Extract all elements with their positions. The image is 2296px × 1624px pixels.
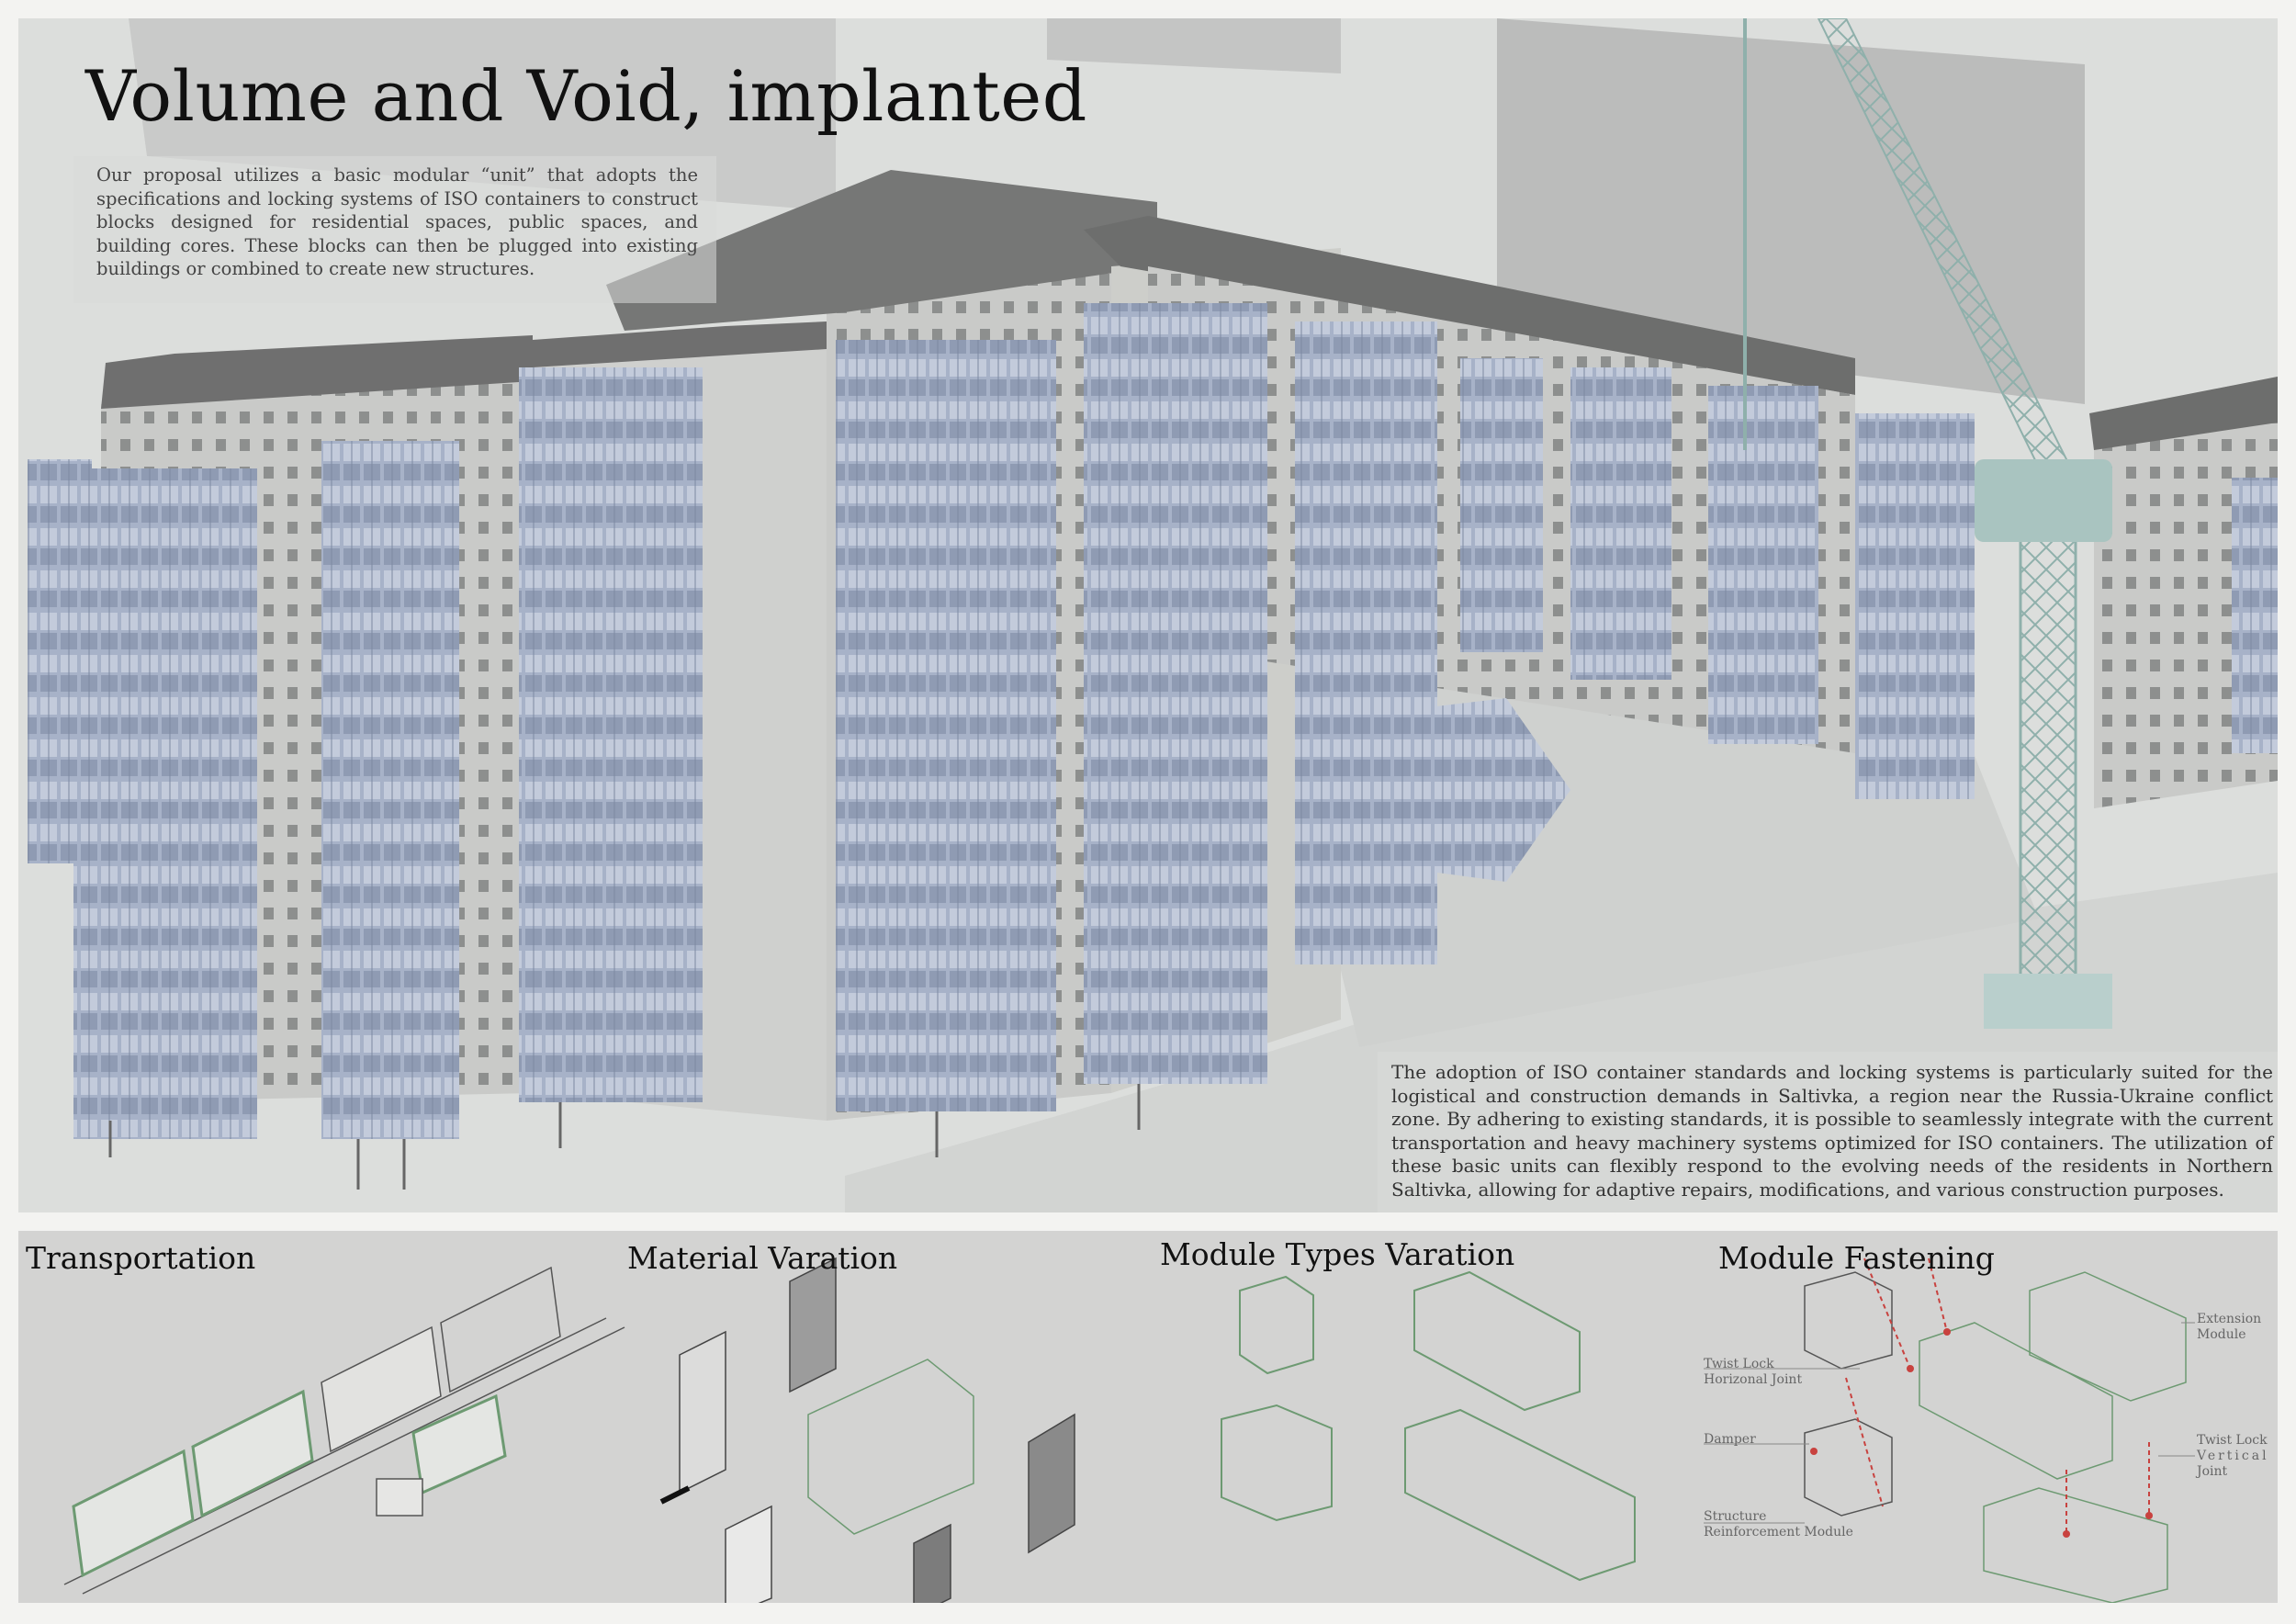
label-extension-1: Extension xyxy=(2197,1312,2262,1326)
section-title-transportation: Transportation xyxy=(26,1240,256,1276)
intro-paragraph: Our proposal utilizes a basic modular “u… xyxy=(96,164,698,279)
page-title: Volume and Void, implanted xyxy=(85,55,1087,137)
label-twist-lock-vertical-2: Vertical xyxy=(2197,1449,2269,1463)
support-stilts xyxy=(108,1084,1141,1190)
label-twist-lock-vertical-3: Joint xyxy=(2197,1464,2228,1479)
axonometric-render: Volume and Void, implanted Our proposal … xyxy=(18,18,2278,1212)
container-towers xyxy=(28,303,2278,1139)
label-structure-1: Structure xyxy=(1704,1509,1767,1524)
section-title-fastening: Module Fastening xyxy=(1718,1240,1995,1276)
label-extension-2: Module xyxy=(2197,1327,2246,1342)
module-types-diagram xyxy=(1221,1270,1636,1582)
render-illustration xyxy=(18,18,2278,1212)
label-damper: Damper xyxy=(1704,1432,1756,1447)
text-wash xyxy=(73,156,716,303)
section-title-module-types: Module Types Varation xyxy=(1160,1236,1515,1272)
diagram-illustrations xyxy=(63,1257,2195,1603)
label-structure-2: Reinforcement Module xyxy=(1704,1525,1853,1539)
material-diagram xyxy=(659,1257,1075,1603)
section-title-material: Material Varation xyxy=(627,1240,898,1276)
text-wash-2 xyxy=(1378,1052,2278,1212)
label-twist-lock-horizontal-2: Horizonal Joint xyxy=(1704,1372,1803,1387)
label-twist-lock-horizontal-1: Twist Lock xyxy=(1704,1357,1774,1371)
label-twist-lock-vertical-1: Twist Lock xyxy=(2197,1433,2268,1448)
background-block-right xyxy=(1497,18,2085,404)
background-block-mid xyxy=(1047,18,1341,73)
transportation-diagram xyxy=(63,1266,625,1595)
diagram-strip: Transportation Material Varation Module … xyxy=(18,1231,2278,1603)
fastening-diagram xyxy=(1704,1257,2195,1603)
tower-crane xyxy=(1743,18,2112,1029)
adoption-paragraph: The adoption of ISO container standards … xyxy=(1391,1061,2273,1201)
